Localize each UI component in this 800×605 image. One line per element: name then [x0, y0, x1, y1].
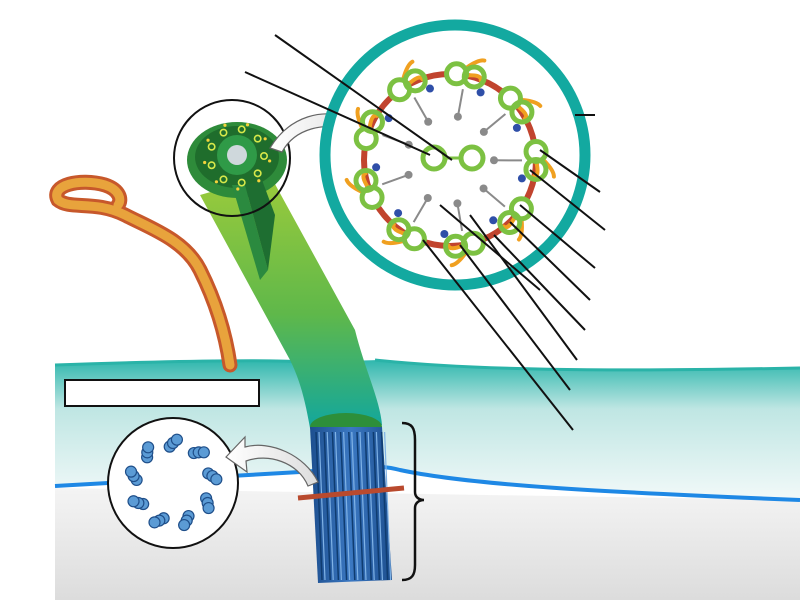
triplet-microtubule — [171, 434, 182, 445]
tip-arm — [223, 124, 226, 127]
tip-arm — [203, 161, 206, 164]
nexin-link — [513, 124, 521, 132]
triplet-microtubule — [211, 474, 222, 485]
triplet-microtubule — [128, 496, 139, 507]
tip-arm — [268, 159, 271, 162]
spoke-head — [453, 199, 461, 207]
spoke-head — [480, 184, 488, 192]
triplet-microtubule — [149, 517, 160, 528]
tip-arm — [236, 187, 239, 190]
spoke-head — [480, 128, 488, 136]
triplet-microtubule — [198, 447, 209, 458]
nexin-link — [518, 174, 526, 182]
tip-arm — [246, 123, 249, 126]
triplet-microtubule — [203, 503, 214, 514]
nexin-link — [477, 88, 485, 96]
nexin-link — [394, 209, 402, 217]
nexin-link — [426, 85, 434, 93]
tip-arm — [264, 137, 267, 140]
spoke-head — [424, 118, 432, 126]
spoke-head — [424, 194, 432, 202]
spoke-head — [405, 171, 413, 179]
nexin-link — [489, 216, 497, 224]
triplet-microtubule — [143, 442, 154, 453]
spoke-head — [454, 113, 462, 121]
triplet-microtubule — [179, 520, 190, 531]
spoke-head — [490, 156, 498, 164]
blank-label-box — [64, 379, 260, 407]
tip-arm — [206, 139, 209, 142]
tip-arm — [215, 180, 218, 183]
triplet-microtubule — [126, 466, 137, 477]
nexin-link — [440, 230, 448, 238]
tip-arm — [257, 179, 260, 182]
nexin-link — [372, 163, 380, 171]
